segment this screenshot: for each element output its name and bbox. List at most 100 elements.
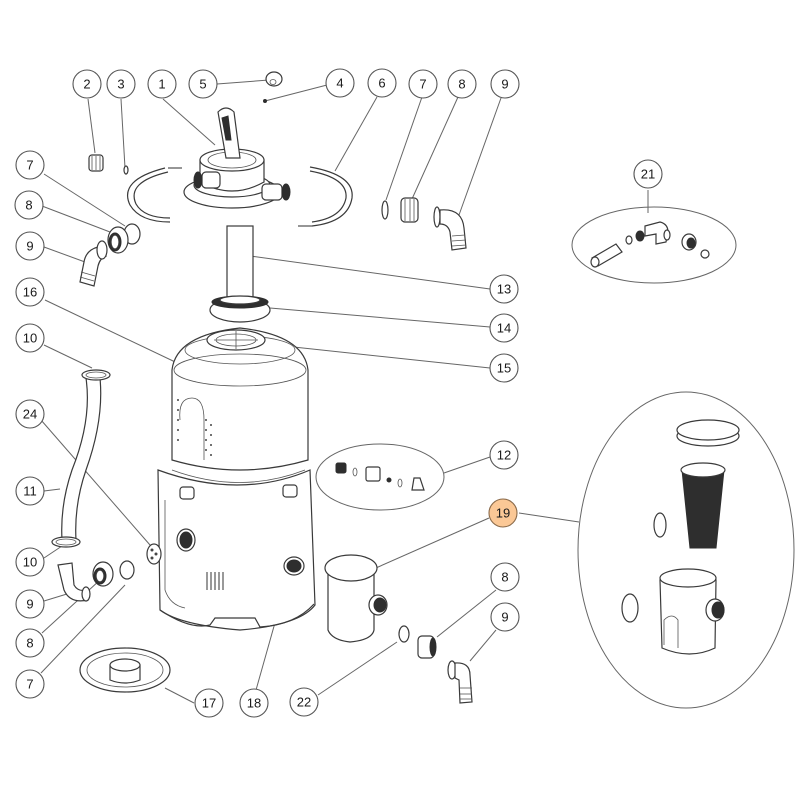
svg-text:9: 9 [26,597,33,612]
multiport-valve [183,107,291,209]
svg-text:12: 12 [497,448,511,463]
callouts: 1 2 3 4 5 6 7 8 9 7 8 9 21 16 13 14 15 1… [14,68,663,718]
leader-6 [334,96,378,172]
leader-14 [269,307,491,328]
center-pipe-13 [226,225,254,299]
svg-text:9: 9 [501,610,508,625]
union-nut-8d [417,635,437,659]
callout-18: 18 [239,688,269,718]
svg-text:8: 8 [25,198,32,213]
strainer-detail-19 [621,419,740,655]
pump-base-housing-18 [157,469,316,631]
callout-4: 4 [325,68,355,98]
callout-12: 12 [489,440,519,470]
tank-clamp-left [126,167,182,223]
svg-text:17: 17 [202,696,216,711]
group-12-ellipse [315,443,445,511]
callout-15: 15 [489,353,519,383]
tank-base-17 [79,647,171,693]
callout-21: 21 [633,159,663,189]
svg-text:13: 13 [497,282,511,297]
hose-clamp-10a [81,369,111,381]
leader-19b [518,512,580,523]
callout-16: 16 [15,277,45,307]
callout-8-right: 8 [490,562,520,592]
pin-4 [263,99,267,103]
svg-text:8: 8 [501,570,508,585]
leader-7b [43,173,126,227]
svg-text:22: 22 [297,695,311,710]
tank-clamp-right [298,166,353,227]
svg-text:16: 16 [23,285,37,300]
callout-1: 1 [147,69,177,99]
callout-3: 3 [106,69,136,99]
hose-elbow-9a [433,206,467,251]
leader-8d [436,589,497,638]
svg-text:4: 4 [336,76,343,91]
callout-10-top: 10 [15,323,45,353]
leader-4 [264,84,328,102]
callout-2: 2 [72,69,102,99]
callout-24: 24 [15,399,45,429]
leader-19a [359,517,490,576]
svg-text:9: 9 [501,77,508,92]
callout-5: 5 [188,69,218,99]
svg-text:10: 10 [23,331,37,346]
callout-6: 6 [367,68,397,98]
o-ring-22 [398,625,410,643]
leader-2 [87,98,96,154]
leader-8b [41,205,111,233]
o-ring-7a [381,200,389,220]
callout-19-highlighted: 19 [488,498,518,528]
hose-elbow-9d [447,660,473,704]
tank-collar-14 [209,295,271,323]
leader-17 [164,687,195,704]
callout-7-top: 7 [408,69,438,99]
callout-22: 22 [289,687,319,717]
leader-10a [43,344,93,369]
callout-13: 13 [489,274,519,304]
hose-elbow-9b [79,240,108,287]
callout-14: 14 [489,313,519,343]
callout-9-right: 9 [490,602,520,632]
leader-13 [249,255,491,290]
svg-text:5: 5 [199,77,206,92]
svg-text:8: 8 [26,636,33,651]
svg-text:7: 7 [419,77,426,92]
drain-plug-24 [146,543,162,565]
callout-7-lower: 7 [15,669,45,699]
hose-adapter-kit-21 [590,221,710,268]
leader-10b [43,545,63,559]
nut-2 [88,154,104,172]
lateral-hub-15 [206,329,266,351]
svg-text:7: 7 [26,677,33,692]
svg-text:9: 9 [26,239,33,254]
leader-7c [40,584,126,674]
callout-11: 11 [15,476,45,506]
callout-10-bottom: 10 [15,547,45,577]
svg-text:6: 6 [378,76,385,91]
svg-text:14: 14 [497,321,511,336]
leader-8c [41,579,101,634]
callout-9-lower: 9 [15,589,45,619]
svg-text:21: 21 [641,167,655,182]
callout-7-left: 7 [15,150,45,180]
callout-9-top: 9 [490,69,520,99]
leader-8a [411,96,459,200]
union-nut-8a [400,197,419,223]
o-ring-7c [119,560,135,580]
svg-text:8: 8 [458,77,465,92]
cap-5 [265,71,283,87]
svg-text:7: 7 [26,158,33,173]
hose-elbow-9c [57,562,91,602]
leader-9a [458,97,502,216]
svg-text:24: 24 [23,407,37,422]
svg-text:10: 10 [23,555,37,570]
leader-5 [216,79,270,85]
union-nut-8c [92,561,114,587]
union-nut-8b [107,226,129,254]
hose-11 [61,377,102,541]
drain-valve-assembly-12 [335,462,425,491]
leader-11 [43,488,61,492]
svg-text:18: 18 [247,696,261,711]
